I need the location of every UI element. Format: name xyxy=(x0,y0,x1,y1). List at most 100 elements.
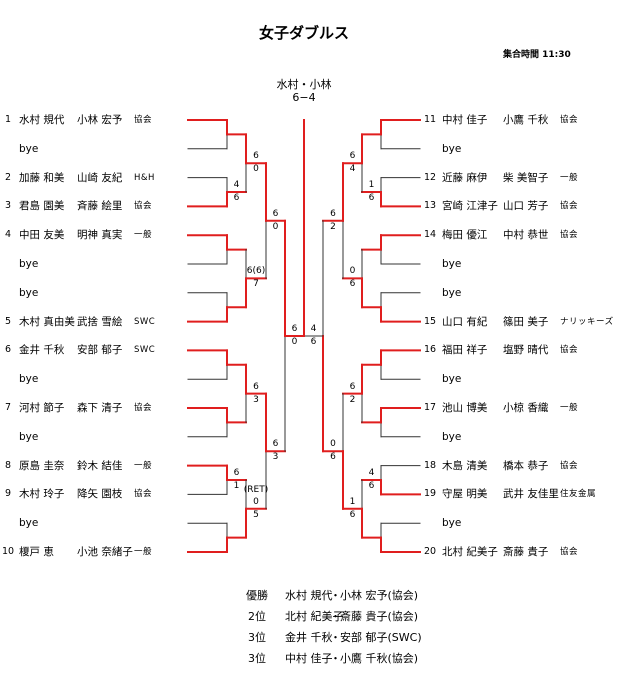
score-top: 0 xyxy=(349,266,356,277)
player2-name: 小椋 香織 xyxy=(503,402,549,414)
score-bottom: 0 xyxy=(291,337,298,347)
affiliation: 住友金属 xyxy=(560,489,597,500)
affiliation: 協会 xyxy=(560,115,579,125)
entry-number: 2 xyxy=(4,171,12,183)
entry-number: 4 xyxy=(4,229,12,241)
bye-label: bye xyxy=(19,517,39,530)
result-player1: 水村 規代 xyxy=(285,589,333,602)
score-top: 6 xyxy=(330,208,336,219)
score-top: 6 xyxy=(253,381,259,392)
affiliation: H&H xyxy=(134,172,155,183)
player1-name: 加藤 和美 xyxy=(19,171,65,184)
result-player2: 小林 宏予(協会) xyxy=(340,588,418,604)
entry-number: 16 xyxy=(424,344,437,356)
result-player1: 北村 紀美子 xyxy=(285,610,344,623)
result-row: 優勝 水村 規代 ・ 小林 宏予(協会) xyxy=(0,588,640,604)
result-player2-name: 小鷹 千秋 xyxy=(340,652,388,665)
result-player2-name: 小林 宏予 xyxy=(340,589,388,602)
result-player2-name: 斎藤 貴子 xyxy=(340,610,388,623)
bye-label: bye xyxy=(442,258,462,270)
bye-label: bye xyxy=(442,286,462,299)
player2-name: 小鷹 千秋 xyxy=(503,114,549,126)
player2-name: 武井 友佳里 xyxy=(503,488,559,501)
result-place: 優勝 xyxy=(246,589,268,602)
result-player2: 小鷹 千秋(協会) xyxy=(340,651,418,667)
entry-number: 3 xyxy=(4,200,12,212)
score-top: 6 xyxy=(349,151,356,162)
affiliation: SWC xyxy=(134,316,156,327)
score-bottom: 7 xyxy=(253,279,259,290)
player2-name: 小池 奈緒子 xyxy=(77,546,133,558)
player2-name: 山口 芳子 xyxy=(503,200,549,213)
player1-name: 梅田 優江 xyxy=(442,229,488,242)
score-note: (RET) xyxy=(243,484,269,495)
player2-name: 斎藤 貴子 xyxy=(503,546,549,558)
score-bottom: 6 xyxy=(349,509,356,520)
entry-number: 13 xyxy=(424,200,437,212)
bye-label: bye xyxy=(19,258,39,270)
affiliation: 一般 xyxy=(560,172,579,183)
bye-label: bye xyxy=(19,142,39,155)
player1-name: 守屋 明美 xyxy=(442,488,488,501)
result-player2: 安部 郁子(SWC) xyxy=(340,630,422,646)
player2-name: 武捨 雪絵 xyxy=(77,315,123,328)
player2-name: 降矢 園枝 xyxy=(77,488,123,501)
player1-name: 水村 規代 xyxy=(19,114,65,126)
player1-name: 河村 節子 xyxy=(19,402,65,414)
affiliation: 協会 xyxy=(560,547,579,557)
entry-number: 8 xyxy=(4,459,12,471)
score-top: 6 xyxy=(349,381,356,392)
bye-label: bye xyxy=(19,373,39,386)
score-top: 6(6) xyxy=(246,266,266,277)
bye-label: bye xyxy=(19,286,39,299)
entry-number: 11 xyxy=(424,114,437,125)
score-bottom: 4 xyxy=(349,164,356,175)
result-player2-name: 安部 郁子 xyxy=(340,631,388,644)
result-row: 3位 中村 佳子 ・ 小鷹 千秋(協会) xyxy=(0,651,640,667)
entry-number: 5 xyxy=(4,315,12,327)
score-bottom: 6 xyxy=(330,452,336,463)
player1-name: 北村 紀美子 xyxy=(442,546,498,558)
entry-number: 9 xyxy=(4,488,12,500)
bye-label: bye xyxy=(442,142,462,155)
affiliation: 協会 xyxy=(560,460,579,471)
affiliation: 協会 xyxy=(134,115,153,125)
score-top: 1 xyxy=(349,496,356,507)
score-bottom: 3 xyxy=(253,394,259,405)
player2-name: 柴 美智子 xyxy=(503,171,549,184)
entry-number: 20 xyxy=(424,546,437,557)
score-top: 4 xyxy=(310,324,317,334)
player2-name: 鈴木 結佳 xyxy=(77,459,123,472)
result-affiliation: (協会) xyxy=(387,589,419,602)
result-affiliation: (協会) xyxy=(387,652,419,665)
player1-name: 池山 博美 xyxy=(442,402,488,414)
affiliation: 一般 xyxy=(134,547,153,557)
affiliation: SWC xyxy=(134,345,156,356)
player1-name: 中村 佳子 xyxy=(442,114,488,126)
score-top: 0 xyxy=(253,496,259,507)
entry-number: 17 xyxy=(424,402,437,413)
player1-name: 木村 玲子 xyxy=(19,488,65,501)
affiliation: 協会 xyxy=(560,345,579,356)
result-separator: ・ xyxy=(330,652,341,665)
assembly-time: 集合時間 11:30 xyxy=(503,50,571,60)
score-bottom: 6 xyxy=(233,193,240,203)
entry-number: 12 xyxy=(424,171,437,183)
entry-number: 18 xyxy=(424,459,437,471)
result-separator: ・ xyxy=(330,631,341,644)
player1-name: 木島 清美 xyxy=(442,459,488,472)
score-bottom: 0 xyxy=(253,164,259,175)
bye-label: bye xyxy=(442,517,462,530)
score-top: 4 xyxy=(368,468,375,478)
bye-label: bye xyxy=(19,430,39,443)
score-top: 1 xyxy=(368,180,375,190)
result-affiliation: (SWC) xyxy=(387,631,422,644)
result-place: 3位 xyxy=(248,631,266,644)
score-top: 6 xyxy=(272,439,279,450)
entry-number: 7 xyxy=(4,402,12,413)
entry-number: 14 xyxy=(424,229,437,241)
score-top: 0 xyxy=(330,439,336,450)
player1-name: 金井 千秋 xyxy=(19,344,65,357)
score-top: 6 xyxy=(272,208,279,219)
